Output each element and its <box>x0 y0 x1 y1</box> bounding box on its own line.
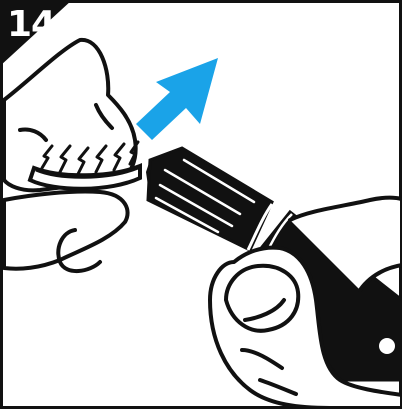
brush-hole <box>379 338 395 354</box>
step-number: 14 <box>7 7 55 43</box>
